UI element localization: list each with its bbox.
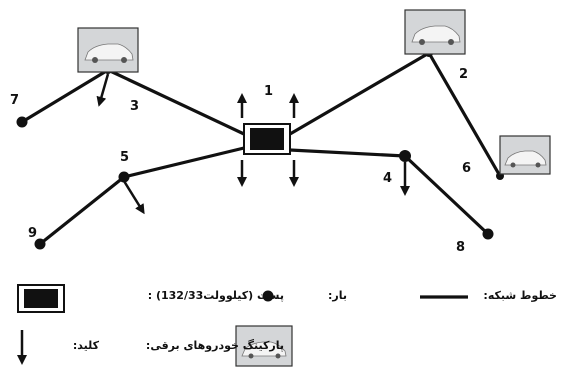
node-label-5: 5 bbox=[120, 150, 129, 165]
load-node-8 bbox=[482, 228, 494, 240]
line-1-5 bbox=[122, 146, 246, 179]
bus-node-4 bbox=[399, 150, 411, 162]
node-label-3: 3 bbox=[130, 99, 139, 114]
legend-load-label: بار: bbox=[328, 289, 347, 302]
car-icon bbox=[241, 341, 287, 359]
ev-parking-node-3 bbox=[77, 27, 139, 73]
network-lines bbox=[20, 51, 502, 246]
car-icon bbox=[411, 25, 461, 45]
ev-parking-node-2 bbox=[404, 9, 466, 55]
line-4-8 bbox=[403, 154, 490, 236]
legend-network-lines-label: خطوط شبکه: bbox=[483, 289, 557, 302]
line-1-3 bbox=[106, 68, 246, 136]
node-label-6: 6 bbox=[462, 161, 471, 176]
line-5-9 bbox=[38, 175, 126, 246]
legend bbox=[17, 284, 468, 367]
node-label-2: 2 bbox=[459, 67, 468, 82]
switch-icon bbox=[96, 73, 110, 107]
car-icon bbox=[84, 43, 134, 63]
switches bbox=[96, 73, 410, 215]
substation-node-1 bbox=[243, 123, 291, 155]
node-label-7: 7 bbox=[10, 93, 19, 108]
bus-node-5 bbox=[118, 171, 130, 183]
load-node-9 bbox=[34, 238, 46, 250]
node-label-4: 4 bbox=[383, 171, 392, 186]
legend-ev-parking-label: پارکینگ خودروهای برقی: bbox=[145, 339, 284, 352]
ev-parking-node-6 bbox=[499, 135, 551, 175]
legend-load-symbol bbox=[262, 290, 274, 302]
legend-substation-label: پست (کیلوولت132/33) : bbox=[147, 289, 284, 302]
node-label-1: 1 bbox=[264, 84, 273, 99]
car-icon bbox=[504, 150, 547, 168]
node-label-9: 9 bbox=[28, 226, 37, 241]
line-3-7 bbox=[20, 68, 110, 124]
node-label-8: 8 bbox=[456, 240, 465, 255]
line-2-6 bbox=[427, 51, 502, 178]
line-1-2 bbox=[288, 51, 431, 136]
legend-switch-label: کلید: bbox=[72, 339, 99, 352]
load-node-7 bbox=[16, 116, 28, 128]
legend-substation-symbol bbox=[17, 284, 65, 313]
switch-icon bbox=[122, 180, 145, 215]
legend-ev-parking-symbol bbox=[235, 325, 293, 367]
line-1-4 bbox=[288, 148, 407, 158]
